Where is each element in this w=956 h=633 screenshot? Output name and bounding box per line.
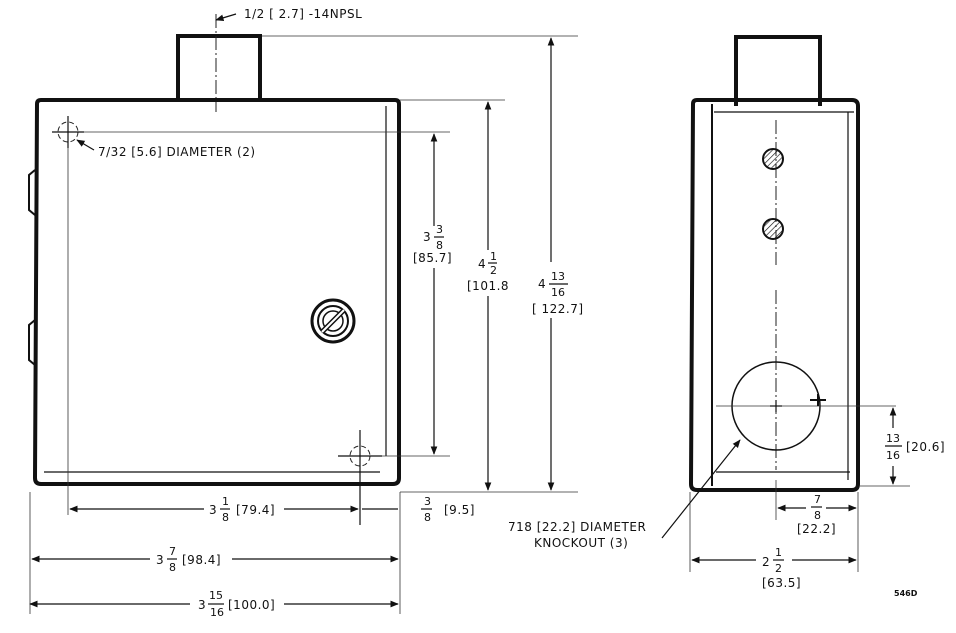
dim-2-1-2: 2 1 2 [63.5] [691,546,857,590]
svg-text:4: 4 [478,257,486,271]
front-view [28,14,450,525]
svg-text:[100.0]: [100.0] [228,598,275,612]
svg-text:8: 8 [814,509,821,522]
side-hole-upper [762,148,784,170]
svg-text:13: 13 [886,432,900,445]
dim-3-7-8: 3 7 8 [98.4] [31,545,399,574]
svg-text:16: 16 [551,286,565,299]
svg-text:[22.2]: [22.2] [797,522,836,536]
dim-3-8: 3 8 [9.5] [362,495,475,524]
svg-text:[98.4]: [98.4] [182,553,221,567]
thread-label: 1/2 [ 2.7] -14NPSL [244,7,362,21]
svg-text:15: 15 [209,589,223,602]
svg-text:3: 3 [156,553,164,567]
mount-hole-callout: 7/32 [5.6] DIAMETER (2) [76,139,256,159]
left-edge-detail-upper [28,169,36,216]
thread-callout: 1/2 [ 2.7] -14NPSL [215,7,362,22]
knockout-label-line1: 718 [22.2] DIAMETER [508,520,646,534]
svg-text:3: 3 [198,598,206,612]
svg-text:8: 8 [436,239,443,252]
svg-text:[9.5]: [9.5] [444,503,475,517]
svg-text:[85.7]: [85.7] [413,251,452,265]
conduit-hub [176,34,262,100]
side-hole-lower [762,218,784,240]
svg-text:8: 8 [424,511,431,524]
dim-4-13-16: 4 13 16 [ 122.7] [532,37,584,491]
mount-hole-label: 7/32 [5.6] DIAMETER (2) [98,145,256,159]
svg-text:1: 1 [775,546,782,559]
svg-text:2: 2 [490,264,497,277]
svg-text:1: 1 [222,495,229,508]
svg-text:16: 16 [210,606,224,619]
dim-4-1-2: 4 1 2 [101.8 [467,101,509,491]
svg-text:2: 2 [762,555,770,569]
svg-text:7: 7 [814,493,821,506]
side-conduit-hub [734,35,822,106]
svg-text:7: 7 [169,545,176,558]
figure-code: 546D [894,589,918,598]
knockout-callout: 718 [22.2] DIAMETER KNOCKOUT (3) [508,439,741,550]
svg-text:2: 2 [775,562,782,575]
dim-3-15-16: 3 15 16 [100.0] [29,589,399,619]
svg-text:[101.8: [101.8 [467,279,509,293]
dim-13-16: 13 16 [20.6] [885,407,945,485]
enclosure-front-outline [32,98,401,486]
enclosure-side-outline [688,98,860,492]
side-view [688,35,896,492]
dim-3-1-8: 3 1 8 [79.4] [69,495,359,524]
svg-text:16: 16 [886,449,900,462]
svg-text:4: 4 [538,277,546,291]
left-edge-detail-lower [28,319,36,366]
svg-text:3: 3 [424,495,431,508]
svg-text:3: 3 [423,230,431,244]
svg-text:8: 8 [222,511,229,524]
knockout-label-line2: KNOCKOUT (3) [534,536,628,550]
dim-3-3-8: 3 3 8 [85.7] [413,133,452,455]
svg-text:[ 122.7]: [ 122.7] [532,302,584,316]
svg-text:8: 8 [169,561,176,574]
svg-text:13: 13 [551,270,565,283]
svg-text:3: 3 [209,503,217,517]
svg-text:[63.5]: [63.5] [762,576,801,590]
dim-7-8: 7 8 [22.2] [777,493,857,536]
svg-text:[20.6]: [20.6] [906,440,945,454]
svg-text:[79.4]: [79.4] [236,503,275,517]
svg-text:1: 1 [490,250,497,263]
cover-screw [310,298,356,344]
svg-text:3: 3 [436,223,443,236]
